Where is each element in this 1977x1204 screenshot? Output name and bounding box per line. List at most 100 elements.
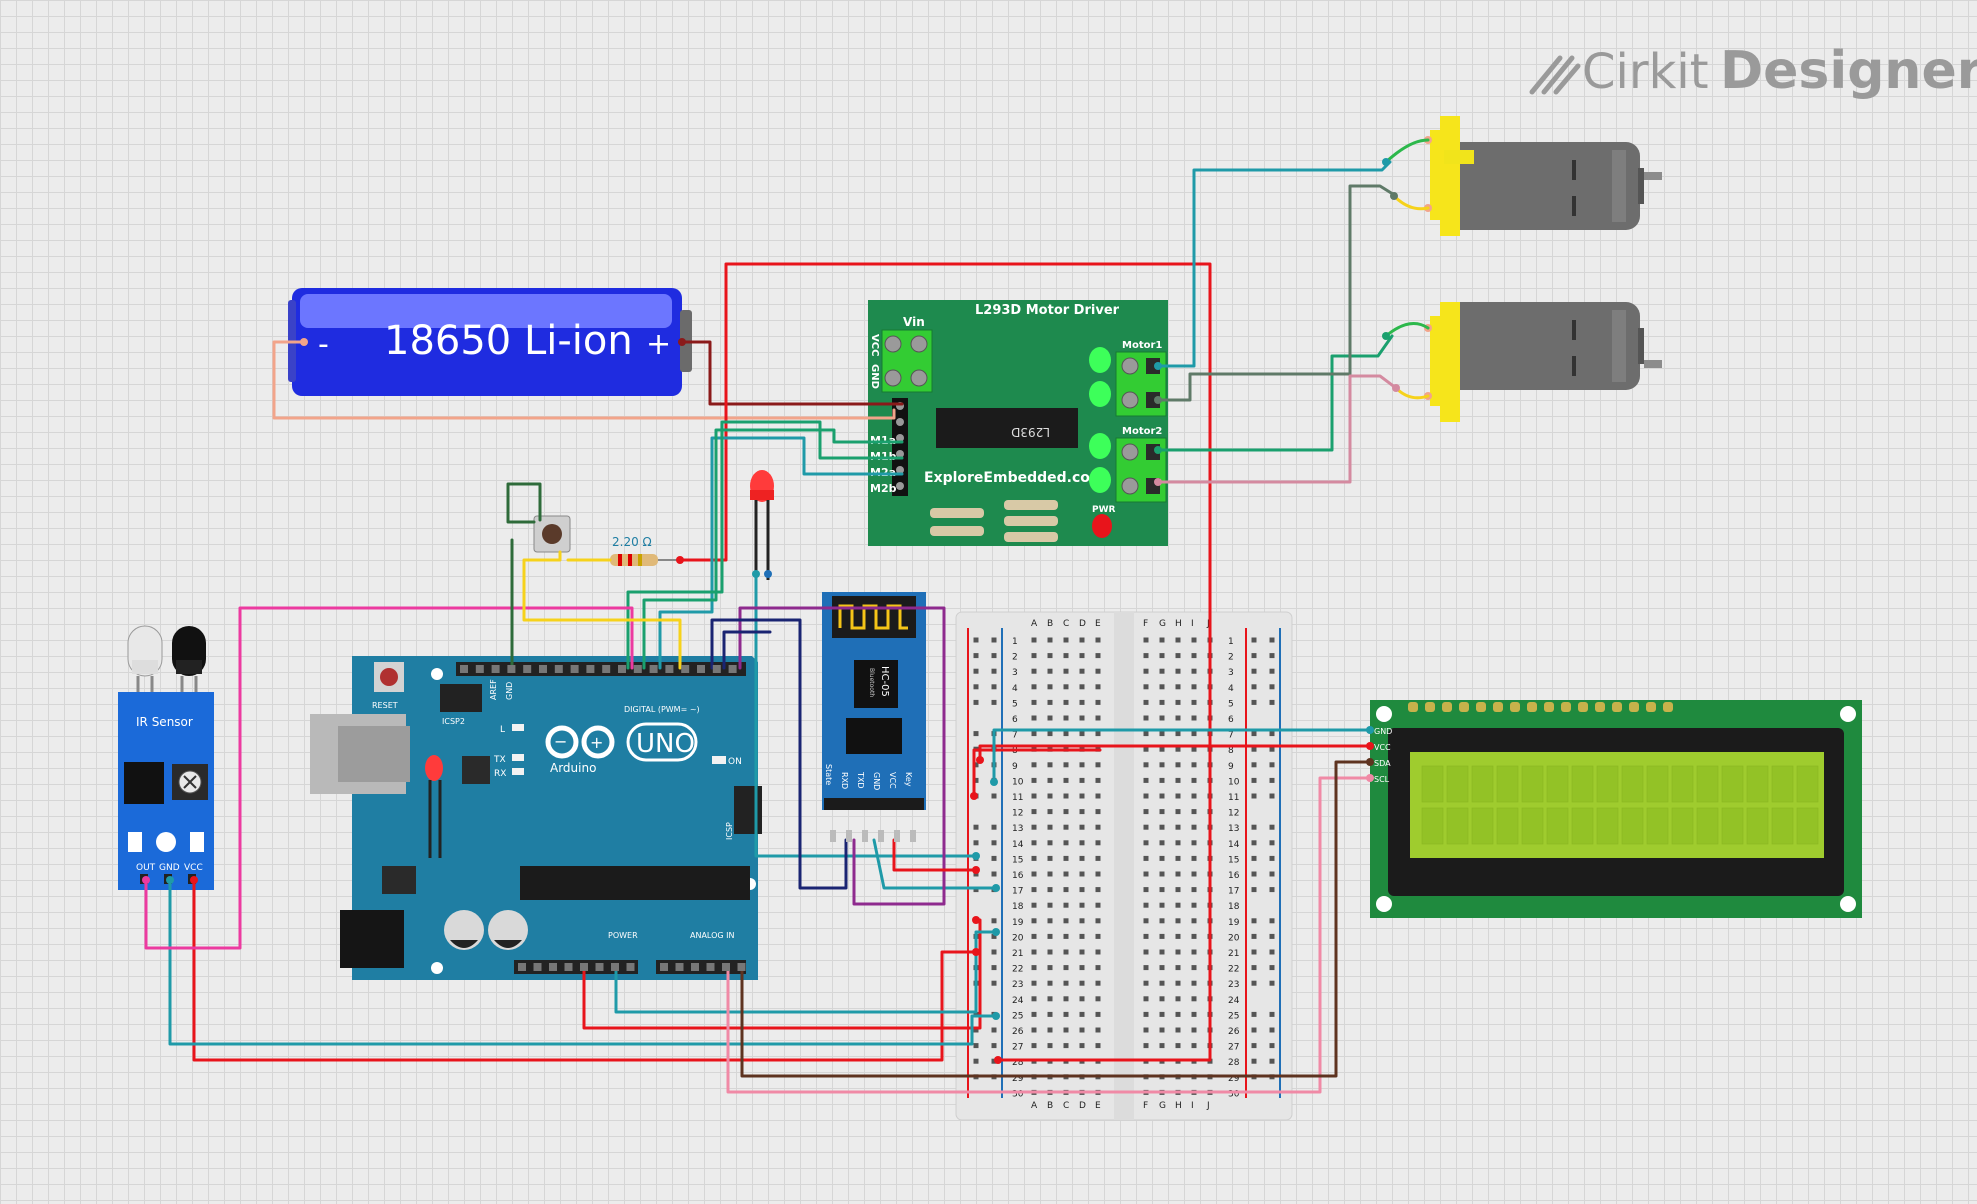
breadboard-column-letter: H	[1175, 619, 1182, 629]
wire-green-motor1b[interactable]	[1156, 184, 1398, 402]
arduino-model: UNO	[636, 729, 695, 759]
icsp-label: ICSP	[725, 822, 734, 840]
wire-red-ir-vcc[interactable]	[192, 878, 978, 1062]
wire-teal-motor1[interactable]	[1156, 160, 1392, 368]
motor-driver-board[interactable]: L293D Motor Driver Vin VCC GND M1a M1b M…	[868, 300, 1168, 546]
battery-plus: +	[646, 327, 671, 362]
breadboard-row-numbers-right: 1234567891011121314151617181920212223242…	[1228, 637, 1240, 1099]
wire-teal-gnd-arduino[interactable]	[614, 930, 998, 1014]
wire-battery-minus[interactable]	[272, 340, 896, 420]
wire-red-supply[interactable]	[678, 262, 1212, 1062]
push-button[interactable]	[533, 515, 571, 553]
breadboard-row-number: 24	[1228, 996, 1240, 1006]
l293d-chip	[936, 408, 1078, 448]
dc-motor-2[interactable]	[1424, 302, 1662, 422]
analog-header[interactable]	[656, 960, 746, 974]
wire-red-hc05-vcc[interactable]	[892, 838, 978, 872]
breadboard-row-number: 1	[1012, 637, 1018, 647]
arduino-infinity-icon	[545, 725, 615, 759]
wire-purple-rxd[interactable]	[738, 606, 946, 906]
breadboard-row-number: 21	[1228, 949, 1239, 959]
cirkit-logo-icon	[1529, 55, 1581, 95]
battery-label: 18650 Li-ion	[384, 318, 633, 364]
breadboard-row-number: 21	[1012, 949, 1023, 959]
breadboard-row-number: 6	[1228, 715, 1234, 725]
breadboard-column-letter: G	[1159, 619, 1166, 629]
lcd-pin-gnd: GND	[1374, 727, 1392, 736]
breadboard-row-number: 5	[1228, 699, 1234, 709]
wire-red-vcc-lcd[interactable]	[978, 744, 1372, 762]
breadboard-row-number: 20	[1228, 933, 1240, 943]
wire-battery-plus[interactable]	[680, 340, 904, 406]
breadboard-row-number: 25	[1228, 1011, 1239, 1021]
breadboard-column-letter: I	[1191, 619, 1194, 629]
led-red-1[interactable]	[750, 470, 774, 580]
driver-vcc: VCC	[869, 334, 880, 356]
lcd-pin-scl: SCL	[1374, 775, 1390, 784]
wire-pink-ir-out[interactable]	[144, 606, 634, 950]
breadboard-row-number: 23	[1228, 980, 1239, 990]
breadboard-column-letter: C	[1063, 1101, 1069, 1111]
hc05-pin-gnd: GND	[872, 772, 881, 790]
breadboard-column-letter: J	[1206, 619, 1210, 629]
breadboard-row-number: 19	[1228, 918, 1240, 928]
svg-text:+: +	[590, 733, 603, 752]
tx-label: TX	[493, 755, 506, 765]
dc-motor-1[interactable]	[1424, 116, 1662, 236]
breadboard-column-letter: C	[1063, 619, 1069, 629]
breadboard-row-number: 18	[1012, 902, 1024, 912]
hc05-model: HC-05	[879, 666, 890, 697]
breadboard-row-number: 7	[1012, 731, 1018, 741]
ir-sensor-title: IR Sensor	[136, 715, 193, 729]
wire-green-m1b[interactable]	[626, 420, 904, 670]
breadboard-row-number: 27	[1228, 1043, 1239, 1053]
brand-product: Designer	[1720, 41, 1977, 101]
ir-pin-gnd: GND	[159, 863, 180, 873]
driver-maker: ExploreEmbedded.com	[924, 470, 1104, 486]
lcd-16x2-display[interactable]: GND VCC SDA SCL	[1370, 700, 1862, 918]
breadboard-row-number: 27	[1012, 1043, 1023, 1053]
lcd-character-cells	[1421, 765, 1819, 845]
digital-label: DIGITAL (PWM= ~)	[624, 705, 700, 714]
breadboard-row-number: 28	[1012, 1058, 1024, 1068]
arduino-brand: Arduino	[550, 761, 596, 775]
breadboard-row-number: 24	[1012, 996, 1024, 1006]
breadboard-row-number: 19	[1012, 918, 1024, 928]
breadboard-row-number: 11	[1012, 793, 1023, 803]
wire-green-button[interactable]	[506, 482, 542, 670]
svg-text:−: −	[554, 732, 567, 751]
wires[interactable]	[144, 138, 1430, 1094]
wire-teal-ground[interactable]	[168, 878, 998, 1046]
resistor-2-2-ohm[interactable]: 2.20 Ω	[590, 535, 680, 566]
wire-yellow-button[interactable]	[522, 550, 682, 670]
breadboard-column-letter: F	[1143, 619, 1148, 629]
breadboard-row-number: 12	[1228, 809, 1239, 819]
wire-brown-sda[interactable]	[740, 760, 1372, 1078]
wire-green-motor2[interactable]	[1156, 334, 1394, 452]
driver-pwr: PWR	[1092, 505, 1116, 515]
battery-18650[interactable]: - 18650 Li-ion +	[288, 288, 692, 396]
breadboard-row-number: 16	[1228, 871, 1240, 881]
wire-teal-led[interactable]	[754, 572, 978, 858]
breadboard-row-number: 29	[1228, 1074, 1240, 1084]
wire-navy-txd[interactable]	[710, 618, 848, 890]
wire-teal-m2b[interactable]	[658, 436, 904, 670]
wire-pink-motor2[interactable]	[1156, 374, 1398, 484]
breadboard-row-numbers-left: 1234567891011121314151617181920212223242…	[1012, 637, 1024, 1099]
breadboard-column-letter: J	[1206, 1101, 1210, 1111]
hc05-bluetooth-module[interactable]: HC-05 Bluetooth State RXD TXD GND VCC Ke…	[822, 592, 926, 810]
power-header[interactable]	[514, 960, 638, 974]
hc05-pin-rxd: RXD	[840, 772, 849, 789]
arduino-uno-board[interactable]: RESET ICSP2 AREF GND DIGITAL (PWM= ~) L …	[310, 656, 762, 980]
wire-teal-gnd-lcd[interactable]	[992, 728, 1372, 784]
breadboard-column-letter: E	[1095, 1101, 1101, 1111]
wire-navy-2[interactable]	[722, 630, 772, 670]
breadboard-row-number: 7	[1228, 731, 1234, 741]
wire-green-m1a[interactable]	[642, 428, 904, 670]
driver-vin: Vin	[903, 315, 925, 329]
breadboard[interactable]: 1234567891011121314151617181920212223242…	[955, 611, 1293, 1121]
wire-red-loop[interactable]	[972, 748, 1102, 798]
wire-teal-hc05-gnd[interactable]	[872, 838, 998, 890]
breadboard-column-letter: A	[1031, 1101, 1038, 1111]
ir-sensor-module[interactable]: IR Sensor OUT GND VCC	[118, 625, 214, 890]
